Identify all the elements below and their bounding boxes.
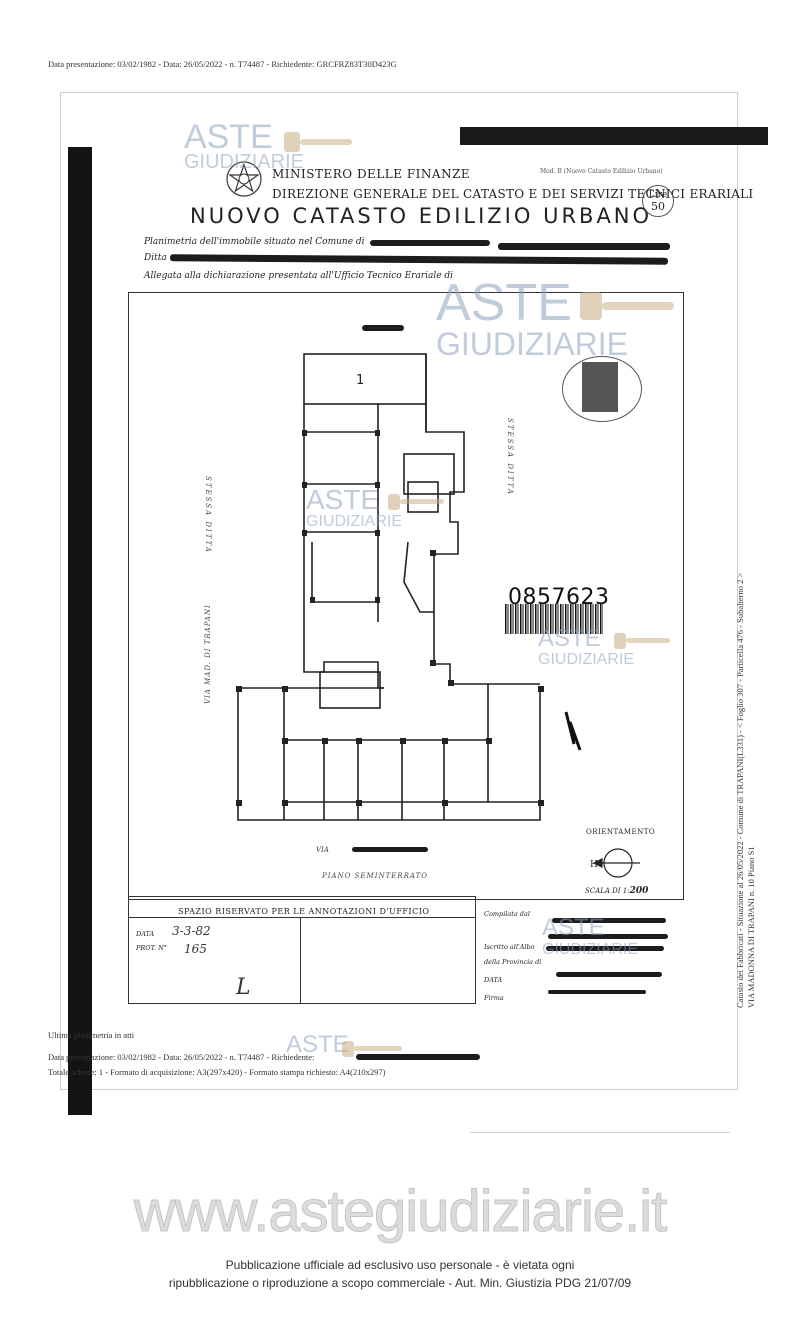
gavel-icon: [284, 132, 352, 152]
annotations-box: [128, 896, 476, 1004]
watermark-aste: ASTE: [306, 484, 380, 515]
label-stessa-ditta-left: STESSA DITTA: [204, 476, 212, 554]
watermark-giudiziarie: GIUDIZIARIE: [306, 513, 403, 530]
data-label: DATA: [136, 930, 155, 938]
scala-value: 200: [629, 886, 649, 896]
redaction-bar: [552, 918, 666, 923]
lire-value: 50: [651, 200, 665, 213]
compilata-label: Compilata dal: [484, 910, 530, 918]
side-info-line2: VIA MADONNA DI TRAPANI n. 10 Piano S1: [746, 846, 756, 1008]
redaction-bar: [352, 847, 428, 852]
prot-label: PROT. N°: [136, 944, 168, 952]
redaction-bar: [546, 946, 664, 951]
redaction-bar: [370, 240, 490, 246]
bottom-data-line: Data presentazione: 03/02/1982 - Data: 2…: [48, 1052, 315, 1062]
scala-label: SCALA DI 1:200: [585, 886, 648, 896]
prot-value: 165: [184, 942, 207, 956]
gavel-icon: [614, 633, 670, 649]
direzione-name: DIREZIONE GENERALE DEL CATASTO E DEI SER…: [272, 187, 754, 201]
redaction-bar: [356, 1054, 480, 1060]
watermark-giudiziarie: GIUDIZIARIE: [538, 651, 635, 668]
unit-number: 1: [356, 373, 365, 388]
floor-plan-drawing: H: [236, 353, 640, 878]
watermark-aste: ASTE: [184, 118, 273, 156]
scan-dark-edge-left: [68, 147, 92, 1115]
ditta-label: Ditta: [144, 253, 167, 263]
annotations-title: SPAZIO RISERVATO PER LE ANNOTAZIONI D'UF…: [178, 907, 430, 916]
lire-label: Lire: [648, 190, 668, 200]
handwritten-mark: L: [236, 975, 251, 1000]
annotations-divider-v: [300, 917, 301, 1004]
footer-line2: ripubblicazione o riproduzione a scopo c…: [168, 1276, 632, 1290]
floor-plan-frame: [128, 292, 684, 900]
side-cadastral-info: Catasto dei Fabbricati - Situazione al 2…: [735, 573, 757, 1008]
scan-edge-line: [470, 1132, 730, 1133]
redaction-bar: [362, 325, 404, 331]
ministry-name: MINISTERO DELLE FINANZE: [272, 167, 471, 181]
watermark-giudiziarie: GIUDIZIARIE: [542, 941, 639, 958]
site-url-watermark: www.astegiudiziarie.it: [133, 1179, 667, 1245]
watermark-aste: ASTE: [542, 914, 605, 941]
orientamento-label: ORIENTAMENTO: [586, 828, 656, 836]
svg-text:H: H: [590, 860, 598, 870]
watermark-giudiziarie: GIUDIZIARIE: [436, 326, 629, 362]
document-title: NUOVO CATASTO EDILIZIO URBANO: [190, 204, 653, 228]
gavel-icon: [388, 494, 444, 510]
watermark-aste: ASTE: [286, 1031, 349, 1058]
label-via-trapani: VIA MAD. DI TRAPANI: [204, 604, 212, 704]
provincia-label: della Provincia di: [484, 958, 542, 966]
revenue-stamp: [562, 356, 642, 422]
lire-stamp: Lire 50: [642, 185, 674, 217]
document-frame: [60, 92, 738, 1090]
watermark-aste: ASTE: [538, 625, 601, 652]
iscritto-label: Iscritto all'Albo: [484, 943, 535, 951]
scala-label-text: SCALA DI 1:: [585, 887, 630, 895]
republic-emblem-icon: [226, 161, 262, 197]
side-info-line1: Catasto dei Fabbricati - Situazione al 2…: [735, 572, 745, 1008]
gavel-icon: [342, 1041, 402, 1057]
watermark-giudiziarie: GIUDIZIARIE: [184, 151, 305, 173]
label-seminterrato: PIANO SEMINTERRATO: [322, 872, 428, 880]
watermark-aste: ASTE: [436, 274, 572, 332]
presentation-header: Data presentazione: 03/02/1982 - Data: 2…: [48, 59, 397, 69]
label-stessa-ditta-right: STESSA DITTA: [506, 418, 514, 496]
redaction-bar: [498, 243, 670, 250]
planimetria-label: Planimetria dell'immobile situato nel Co…: [144, 237, 365, 247]
model-reference: Mod. B (Nuovo Catasto Edilizio Urbano): [540, 168, 663, 175]
annotations-divider: [128, 917, 476, 918]
barcode-image: [505, 604, 603, 634]
gavel-icon: [580, 292, 674, 320]
redaction-bar: [548, 934, 668, 939]
footer-line1: Pubblicazione ufficiale ad esclusivo uso…: [225, 1258, 575, 1272]
ultima-planimetria: Ultima planimetria in atti: [48, 1030, 135, 1040]
redaction-bar: [548, 990, 646, 994]
allegata-label: Allegata alla dichiarazione presentata a…: [144, 271, 454, 281]
bottom-totale-line: Totale schede: 1 - Formato di acquisizio…: [48, 1067, 386, 1077]
label-via: VIA: [316, 846, 329, 854]
revenue-stamp-image: [582, 362, 618, 412]
data2-label: DATA: [484, 976, 503, 984]
data-value: 3-3-82: [172, 924, 211, 938]
scan-dark-edge-top: [460, 127, 768, 145]
firma-label: Firma: [484, 994, 504, 1002]
redaction-bar: [556, 972, 662, 977]
